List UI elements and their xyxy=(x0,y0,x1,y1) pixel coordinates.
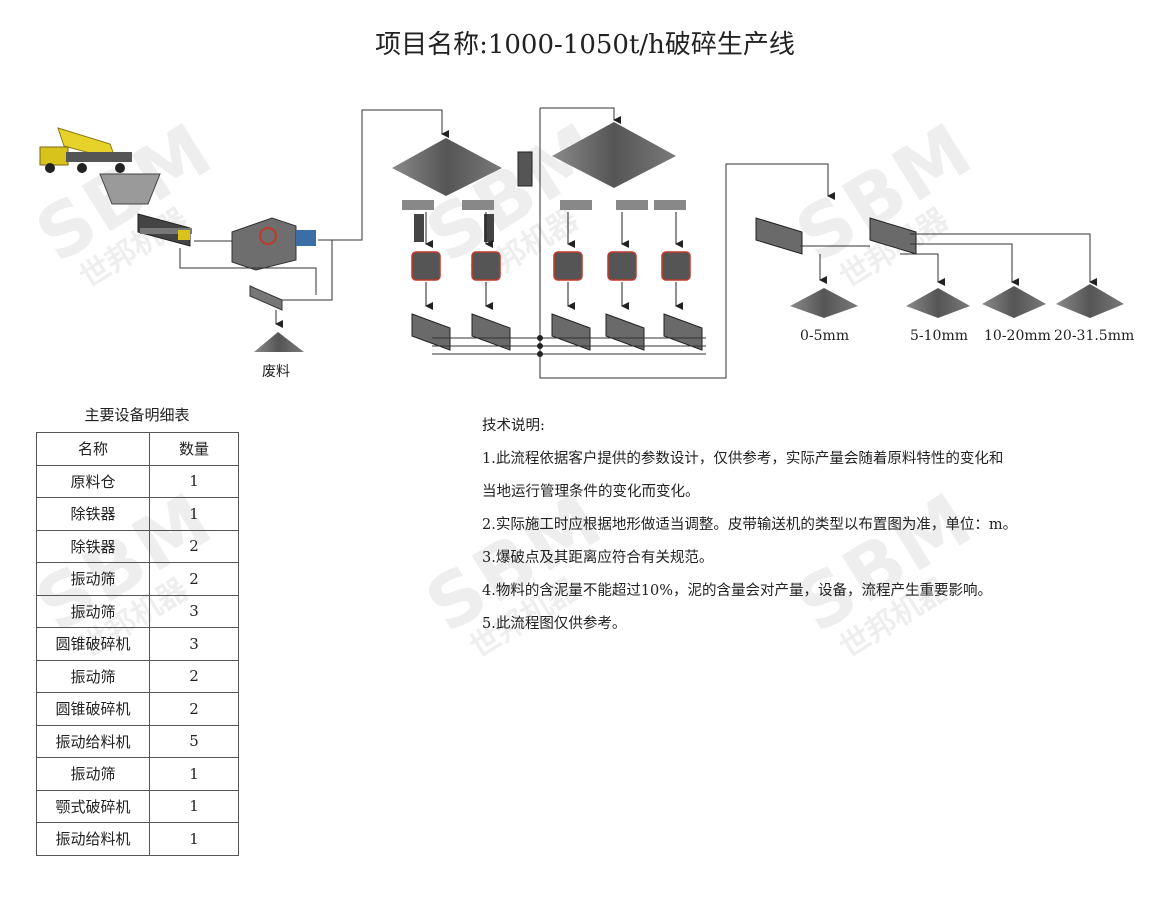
waste-label: 废料 xyxy=(262,364,290,380)
equipment-qty: 1 xyxy=(149,789,239,823)
equipment-name: 振动给料机 xyxy=(36,822,150,856)
product-label: 5-10mm xyxy=(910,328,968,344)
cone-crusher-icon xyxy=(411,212,691,310)
equipment-name: 圆锥破碎机 xyxy=(36,627,150,661)
equipment-qty: 3 xyxy=(149,594,239,628)
hopper-icon xyxy=(99,173,161,205)
note-line: 1.此流程依据客户提供的参数设计，仅供参考，实际产量会随着原料特性的变化和 xyxy=(482,451,1004,467)
equipment-qty: 1 xyxy=(149,822,239,856)
equipment-name: 颚式破碎机 xyxy=(36,789,150,823)
technical-notes: 技术说明: 1.此流程依据客户提供的参数设计，仅供参考，实际产量会随着原料特性的… xyxy=(482,410,1017,641)
note-line: 3.爆破点及其距离应符合有关规范。 xyxy=(482,550,714,566)
equipment-qty: 2 xyxy=(149,659,239,693)
product-label: 20-31.5mm xyxy=(1054,328,1134,344)
equipment-name: 除铁器 xyxy=(36,497,150,531)
flow-diagram: 废料 xyxy=(39,107,1134,380)
equipment-name: 原料仓 xyxy=(36,464,150,498)
equipment-name: 振动筛 xyxy=(36,562,150,596)
stockpile-icon xyxy=(552,122,676,188)
equipment-name: 振动筛 xyxy=(36,594,150,628)
equipment-name: 振动给料机 xyxy=(36,724,150,758)
equipment-name: 振动筛 xyxy=(36,757,150,791)
equipment-qty: 1 xyxy=(149,497,239,531)
table-caption: 主要设备明细表 xyxy=(84,406,190,424)
equipment-qty: 3 xyxy=(149,627,239,661)
final-screen-icon xyxy=(755,217,917,255)
product-label: 10-20mm xyxy=(984,328,1051,344)
equipment-name: 圆锥破碎机 xyxy=(36,692,150,726)
equipment-qty: 2 xyxy=(149,562,239,596)
equipment-qty: 5 xyxy=(149,724,239,758)
product-pile-icon xyxy=(790,284,1124,318)
product-label: 0-5mm xyxy=(800,328,849,344)
page-title: 项目名称:1000-1050t/h破碎生产线 xyxy=(375,30,795,60)
equipment-qty: 1 xyxy=(149,464,239,498)
equipment-qty: 1 xyxy=(149,757,239,791)
note-line: 当地运行管理条件的变化而变化。 xyxy=(482,484,700,500)
stockpile-icon xyxy=(392,138,502,196)
screen-icon xyxy=(517,151,533,187)
column-header-qty: 数量 xyxy=(149,432,239,466)
jaw-crusher-icon xyxy=(231,217,316,271)
equipment-name: 除铁器 xyxy=(36,529,150,563)
table-header-row: 名称 数量 xyxy=(36,432,239,466)
cone-crusher-group xyxy=(402,200,686,242)
belt-conveyor-icon xyxy=(249,285,283,311)
vibrating-screen-group xyxy=(411,313,703,351)
equipment-qty: 2 xyxy=(149,529,239,563)
note-line: 2.实际施工时应根据地形做适当调整。皮带输送机的类型以布置图为准，单位：m。 xyxy=(482,517,1018,533)
equipment-qty: 2 xyxy=(149,692,239,726)
note-line: 4.物料的含泥量不能超过10%，泥的含量会对产量，设备，流程产生重要影响。 xyxy=(482,583,993,599)
notes-heading: 技术说明: xyxy=(482,418,545,434)
waste-pile-icon xyxy=(254,332,304,352)
dump-truck-icon xyxy=(39,127,132,173)
vibrating-feeder-icon xyxy=(137,213,192,247)
column-header-name: 名称 xyxy=(36,432,150,466)
equipment-name: 振动筛 xyxy=(36,659,150,693)
note-line: 5.此流程图仅供参考。 xyxy=(482,616,627,632)
